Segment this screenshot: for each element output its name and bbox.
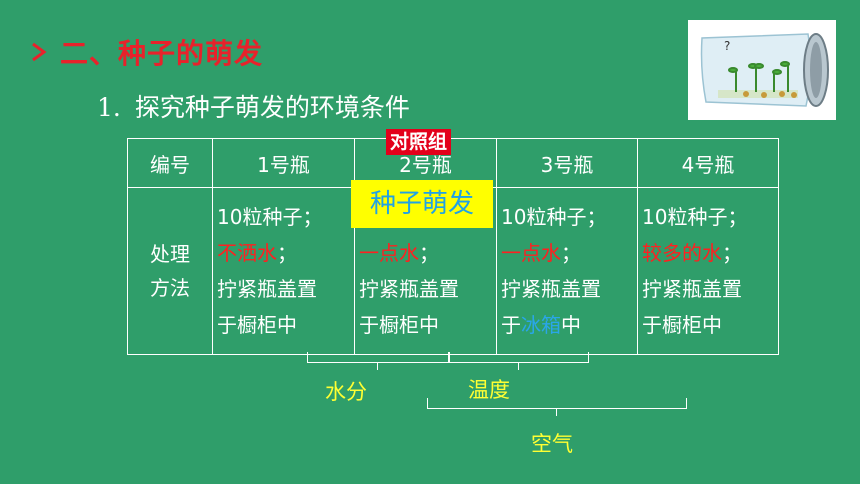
bracket-tick (518, 362, 519, 370)
bracket-tick (377, 362, 378, 370)
cap-instruction: 拧紧瓶盖置 (359, 277, 459, 301)
water-condition: 不洒水 (217, 241, 277, 265)
water-label: 水分 (325, 380, 367, 404)
bottle-1-cell: 10粒种子； 不洒水； 拧紧瓶盖置 于橱柜中 (212, 187, 355, 355)
air-bracket (427, 398, 687, 409)
bracket-tick (556, 408, 557, 416)
location: 于橱柜中 (217, 313, 297, 337)
svg-text:?: ? (724, 39, 730, 53)
location: 于冰箱中 (501, 313, 581, 337)
heading-text: 二、种子的萌发 (60, 37, 264, 70)
control-group-tag: 对照组 (386, 129, 452, 155)
table-header-cell: 4号瓶 (637, 138, 779, 188)
water-bracket (307, 352, 449, 363)
location: 于橱柜中 (359, 313, 439, 337)
subheading-text: 探究种子萌发的环境条件 (134, 93, 410, 122)
temperature-bracket (449, 352, 589, 363)
water-condition: 一点水 (359, 241, 419, 265)
seed-count: 10粒种子； (217, 205, 323, 229)
seed-count: 10粒种子； (501, 205, 607, 229)
table-row: 处理 方法 10粒种子； 不洒水； 拧紧瓶盖置 于橱柜中 一点水； 拧紧瓶盖置 … (127, 187, 779, 355)
cap-instruction: 拧紧瓶盖置 (501, 277, 601, 301)
jar-image-icon: ? (688, 20, 836, 120)
subheading-number: 1. (97, 93, 121, 122)
subheading: 1. 探究种子萌发的环境条件 (97, 88, 410, 124)
temperature-label: 温度 (468, 378, 510, 402)
location: 于橱柜中 (642, 313, 722, 337)
table-header-cell: 1号瓶 (212, 138, 355, 188)
bottle-4-cell: 10粒种子； 较多的水； 拧紧瓶盖置 于橱柜中 (637, 187, 779, 355)
row-label-line: 处理 (150, 242, 190, 266)
water-condition: 较多的水 (642, 241, 722, 265)
cap-instruction: 拧紧瓶盖置 (217, 277, 317, 301)
row-label-line: 方法 (150, 276, 190, 300)
cap-instruction: 拧紧瓶盖置 (642, 277, 742, 301)
experiment-table: 编号 1号瓶 2号瓶 3号瓶 4号瓶 处理 方法 10粒种子； 不洒水； 拧紧瓶… (127, 138, 779, 355)
section-heading: 二、种子的萌发 (30, 32, 263, 72)
arrow-bullet-icon (32, 42, 47, 62)
row-label-cell: 处理 方法 (127, 187, 213, 355)
table-header-cell: 编号 (127, 138, 213, 188)
air-label: 空气 (531, 432, 573, 456)
germination-tag: 种子萌发 (351, 180, 493, 228)
table-header-cell: 3号瓶 (496, 138, 638, 188)
water-condition: 一点水 (501, 241, 561, 265)
bottle-3-cell: 10粒种子； 一点水； 拧紧瓶盖置 于冰箱中 (496, 187, 638, 355)
seed-jar-illustration: ? (688, 20, 836, 120)
fridge-highlight: 冰箱 (521, 313, 561, 337)
seed-count: 10粒种子； (642, 205, 748, 229)
